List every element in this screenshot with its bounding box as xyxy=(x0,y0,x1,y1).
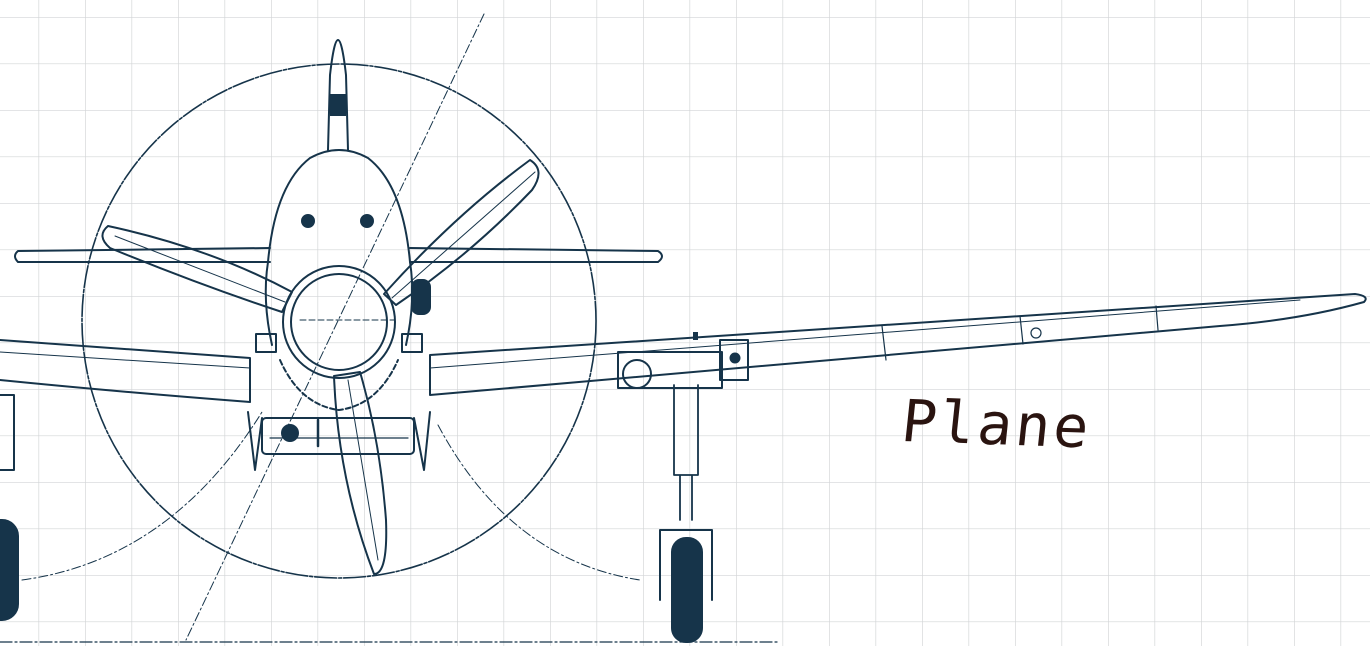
wing-left xyxy=(0,339,251,403)
radiator-intake xyxy=(281,424,299,442)
landing-gear-right-wheel xyxy=(671,537,703,643)
radiator xyxy=(261,417,415,455)
fuselage-canopy xyxy=(267,149,411,263)
propeller-blade-upper-right xyxy=(383,159,540,306)
landing-gear-bolt xyxy=(729,352,741,364)
landing-gear-bay xyxy=(617,351,723,389)
plane-label: Plane xyxy=(898,387,1096,462)
fuselage-rivet-right xyxy=(360,214,374,228)
radiator-fin-right xyxy=(413,411,431,471)
landing-gear-right-leg xyxy=(673,384,699,521)
airplane-front-view xyxy=(0,13,1367,643)
tail-fin xyxy=(327,39,349,151)
propeller-blade-lower-spar xyxy=(347,379,379,561)
wing-antenna xyxy=(693,332,698,340)
wing-right-inner-line xyxy=(429,299,1301,369)
landing-gear-left-wheel xyxy=(0,519,19,621)
exhaust-stack xyxy=(411,279,431,315)
landing-gear-right-door xyxy=(659,529,713,601)
wing-panel-line-3 xyxy=(1155,305,1159,331)
engine-cowling-outer xyxy=(282,265,396,379)
fuselage-rivet-left xyxy=(301,214,315,228)
propeller-blade-left-spar xyxy=(114,235,286,303)
propeller-blade-upper-left xyxy=(101,225,293,313)
wing-stub-left xyxy=(255,333,277,353)
propeller-disc xyxy=(81,63,597,579)
wing-fitting xyxy=(1030,327,1042,339)
wing-right xyxy=(429,293,1367,396)
tail-fin-marking xyxy=(330,94,346,116)
radiator-fin-left xyxy=(247,411,263,471)
construction-arc-right xyxy=(437,424,641,581)
propeller-blade-right-spar xyxy=(391,171,536,299)
landing-gear-left-strut xyxy=(0,394,15,471)
wing-stub-right xyxy=(401,333,423,353)
landing-gear-hinge xyxy=(719,339,749,381)
fuselage-side-left xyxy=(264,261,273,346)
engine-cowling-inner xyxy=(290,273,388,371)
wing-left-underside xyxy=(0,351,251,369)
propeller-blade-lower xyxy=(333,371,388,575)
wing-panel-line-1 xyxy=(881,325,887,361)
construction-arc-left xyxy=(21,411,263,581)
cowling-lower xyxy=(279,359,399,411)
wing-panel-line-2 xyxy=(1019,315,1024,345)
construction-line-diagonal xyxy=(185,13,485,641)
